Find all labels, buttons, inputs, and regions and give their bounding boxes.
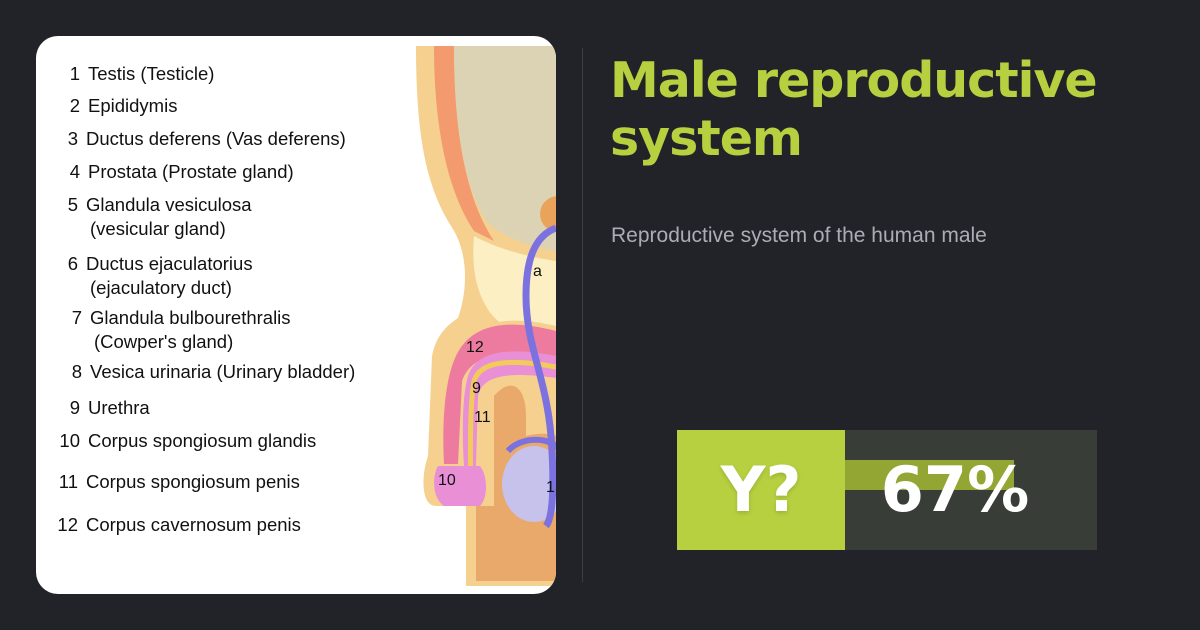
legend-item: 9 Urethra <box>48 396 150 420</box>
diagram-label-10: 10 <box>438 472 456 489</box>
prostate-region <box>473 236 556 348</box>
legend-label: Corpus spongiosum glandis <box>88 430 317 451</box>
legend-item: 4 Prostata (Prostate gland) <box>48 160 294 184</box>
legend-label: Urethra <box>88 397 150 418</box>
diagram-label-a: a <box>533 263 542 280</box>
legend-label: Glandula bulbourethralis <box>90 307 291 328</box>
legend-number: 4 <box>69 161 80 182</box>
progress-fill <box>845 460 1014 490</box>
legend-number: 6 <box>67 253 78 274</box>
badge-value-panel: 67% <box>845 430 1097 550</box>
title-line-2: system <box>610 110 803 167</box>
legend-label: Ductus ejaculatorius <box>86 253 253 274</box>
legend-number: 5 <box>67 194 78 215</box>
vas-deferens <box>522 224 556 529</box>
legend-label: Corpus spongiosum penis <box>86 471 300 492</box>
score-badge: Y? 67% <box>677 430 1097 550</box>
legend-item: 3 Ductus deferens (Vas deferens) <box>46 127 346 151</box>
legend-sublabel: (vesicular gland) <box>90 218 226 239</box>
legend-number: 12 <box>57 514 78 535</box>
diagram-label-1: 1 <box>546 479 555 496</box>
legend-sublabel: (Cowper's gland) <box>94 331 234 352</box>
legend-sublabel: (ejaculatory duct) <box>90 277 232 298</box>
corpus-cavernosum <box>443 324 556 464</box>
legend-label: Glandula vesiculosa <box>86 194 252 215</box>
legend-label: Vesica urinaria (Urinary bladder) <box>90 361 356 382</box>
legend-label: Ductus deferens (Vas deferens) <box>86 128 346 149</box>
seminal-vesicle <box>540 196 556 232</box>
title-line-1: Male reproductive <box>610 52 1098 109</box>
legend-number: 1 <box>69 63 80 84</box>
diagram-card: 1 Testis (Testicle) 2 Epididymis 3 Ductus d… <box>36 36 556 594</box>
legend-number: 8 <box>71 361 82 382</box>
badge-value: 67% <box>880 453 1030 526</box>
bladder-icon <box>454 46 556 251</box>
legend-label: Prostata (Prostate gland) <box>88 161 294 182</box>
anatomy-diagram: a 3 3 12 9 11 10 1 2 <box>416 46 556 586</box>
testis-icon <box>502 446 556 522</box>
legend-number: 11 <box>58 471 78 492</box>
urethra <box>467 359 556 507</box>
diagram-label-11: 11 <box>474 409 491 426</box>
legend-item: 11 Corpus spongiosum penis <box>46 470 300 494</box>
legend-label: Corpus cavernosum penis <box>86 514 301 535</box>
legend-item: 2 Epididymis <box>48 94 178 118</box>
abdominal-wall <box>434 46 494 241</box>
legend-number: 3 <box>67 128 78 149</box>
legend-label: Testis (Testicle) <box>88 63 215 84</box>
legend-number: 7 <box>71 307 82 328</box>
badge-label: Y? <box>677 430 845 550</box>
diagram-label-12: 12 <box>466 339 484 356</box>
legend-item: 12 Corpus cavernosum penis <box>46 513 301 537</box>
legend-item: 1 Testis (Testicle) <box>48 62 215 86</box>
legend-label: Epididymis <box>88 95 178 116</box>
legend-item: 7 Glandula bulbourethralis (Cowper's gland… <box>50 306 291 354</box>
legend-item: 6 Ductus ejaculatorius (ejaculatory duct) <box>46 252 253 300</box>
legend-item: 5 Glandula vesiculosa (vesicular gland) <box>46 193 252 241</box>
legend-number: 10 <box>59 430 80 451</box>
glans <box>434 466 486 506</box>
legend-number: 2 <box>69 95 80 116</box>
legend-number: 9 <box>69 397 80 418</box>
epididymis <box>505 436 556 454</box>
page-title: Male reproductive system <box>610 52 1098 168</box>
vertical-divider <box>582 48 583 582</box>
diagram-label-9: 9 <box>472 380 481 397</box>
legend-item: 10 Corpus spongiosum glandis <box>48 429 316 453</box>
corpus-spongiosum <box>462 351 556 466</box>
legend-item: 8 Vesica urinaria (Urinary bladder) <box>50 360 356 384</box>
page-subtitle: Reproductive system of the human male <box>611 224 987 247</box>
